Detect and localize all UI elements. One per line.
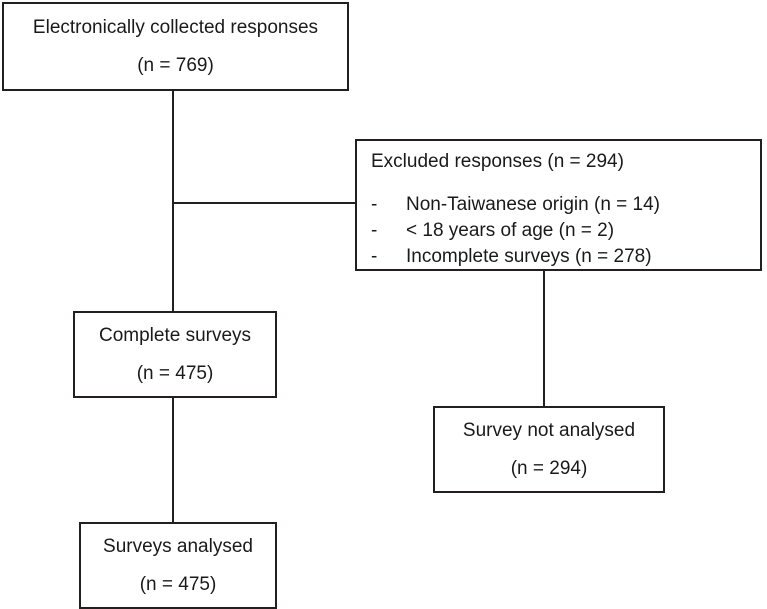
excluded-reason-item: - Non-Taiwanese origin (n = 14)	[371, 192, 754, 218]
node-complete-surveys: Complete surveys (n = 475)	[73, 311, 277, 398]
bullet-dash-icon: -	[371, 220, 378, 241]
excluded-reason-text: < 18 years of age (n = 2)	[406, 220, 615, 241]
bullet-dash-icon: -	[371, 194, 378, 215]
node-excluded-responses: Excluded responses (n = 294) - Non-Taiwa…	[355, 139, 762, 271]
bullet-dash-icon: -	[371, 246, 378, 267]
connector-collected-to-excluded	[172, 202, 357, 204]
node-surveys-analysed: Surveys analysed (n = 475)	[79, 522, 277, 609]
node-analysed-count: (n = 475)	[139, 573, 217, 595]
node-complete-count: (n = 475)	[136, 362, 214, 384]
node-not-analysed-count: (n = 294)	[510, 457, 588, 479]
connector-collected-to-complete	[172, 91, 174, 311]
excluded-reasons-list: - Non-Taiwanese origin (n = 14) - < 18 y…	[371, 192, 754, 270]
node-collected-title: Electronically collected responses	[32, 16, 319, 38]
connector-complete-to-analysed	[172, 398, 174, 522]
node-analysed-title: Surveys analysed	[103, 535, 253, 557]
node-not-analysed-title: Survey not analysed	[462, 419, 636, 441]
node-excluded-heading: Excluded responses (n = 294)	[371, 151, 624, 172]
node-complete-title: Complete surveys	[98, 324, 252, 346]
node-survey-not-analysed: Survey not analysed (n = 294)	[433, 406, 665, 493]
node-collected-responses: Electronically collected responses (n = …	[2, 2, 349, 91]
excluded-reason-text: Incomplete surveys (n = 278)	[406, 246, 652, 267]
node-collected-count: (n = 769)	[137, 54, 214, 76]
excluded-reason-item: - < 18 years of age (n = 2)	[371, 218, 754, 244]
excluded-reason-item: - Incomplete surveys (n = 278)	[371, 244, 754, 270]
excluded-reason-text: Non-Taiwanese origin (n = 14)	[406, 194, 660, 215]
connector-excluded-to-not-analysed	[543, 271, 545, 406]
